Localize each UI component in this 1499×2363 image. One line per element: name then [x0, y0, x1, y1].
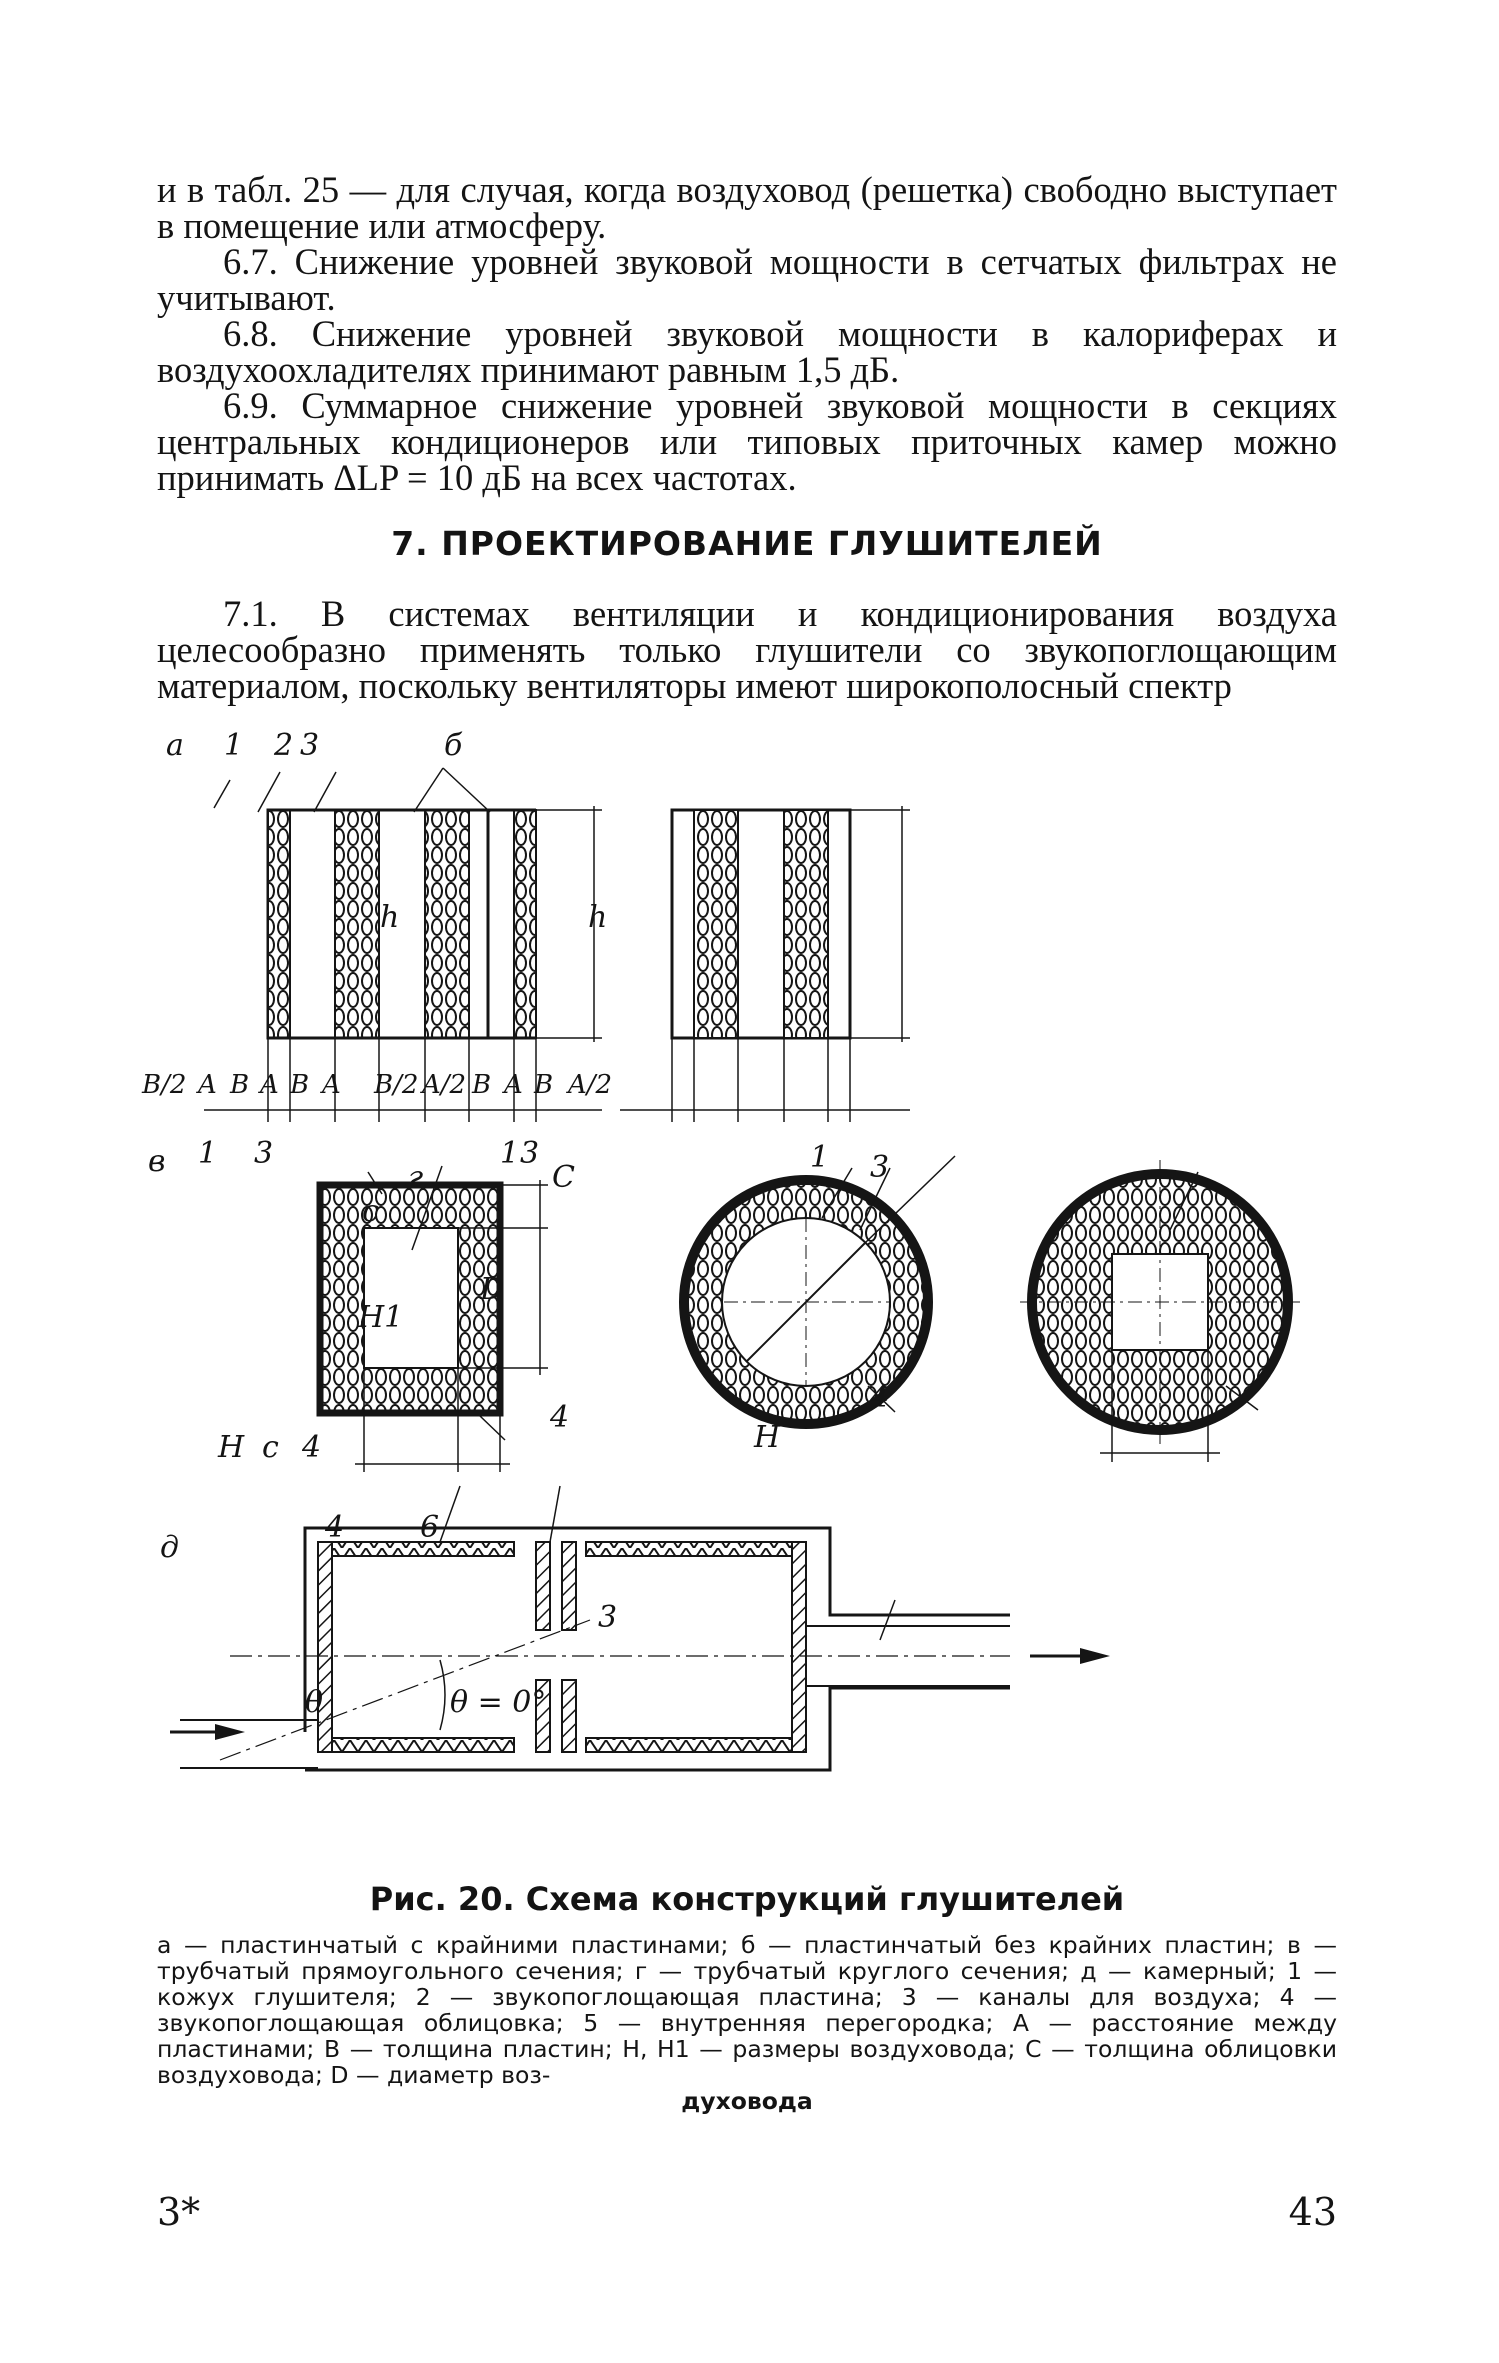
section-6-text: и в табл. 25 — для случая, когда воздухо… — [157, 169, 1337, 498]
label-v-4: 4 — [302, 1430, 322, 1465]
label-a-b2-left: B/2 — [142, 1070, 187, 1100]
label-g2-4: 4 — [870, 1380, 890, 1415]
diagram-d — [170, 1485, 1110, 1772]
label-g-4: 4 — [550, 1400, 570, 1435]
paragraph-6-7: 6.7. Снижение уровней звуковой мощности … — [157, 241, 1337, 318]
label-g-3: 3 — [520, 1136, 540, 1171]
label-g-d: D — [480, 1272, 505, 1307]
label-g-1: 1 — [500, 1136, 520, 1171]
label-a-h: h — [380, 900, 400, 935]
figure-caption-last: духовода — [681, 2087, 813, 2115]
label-a-2: 2 — [274, 728, 294, 763]
label-d-4: 4 — [325, 1510, 345, 1545]
label-a-3: 3 — [300, 728, 320, 763]
label-b-a2-left: A/2 — [422, 1070, 467, 1100]
label-a-a1: A — [198, 1070, 217, 1100]
paragraph-6-8: 6.8. Снижение уровней звуковой мощности … — [157, 313, 1337, 390]
label-b-a1: A — [504, 1070, 523, 1100]
diagram-g2 — [1020, 1160, 1300, 1462]
label-d-6: 6 — [420, 1510, 440, 1545]
label-a-b2: B — [290, 1070, 310, 1100]
label-v-c2: c — [262, 1430, 279, 1465]
label-v: в — [148, 1144, 166, 1179]
diagram-v — [316, 1165, 548, 1472]
label-a: а — [166, 728, 184, 763]
label-g2-1: 1 — [810, 1140, 830, 1175]
signature-mark: 3* — [157, 2190, 201, 2234]
label-v-c: c — [362, 1194, 379, 1229]
label-b-b2: B — [534, 1070, 554, 1100]
label-d-3: 3 — [598, 1600, 618, 1635]
diagram-g — [679, 1155, 956, 1429]
section-7-heading: 7. ПРОЕКТИРОВАНИЕ ГЛУШИТЕЛЕЙ — [391, 524, 1103, 563]
label-a-b2-right: B/2 — [374, 1070, 419, 1100]
label-a-a3: A — [322, 1070, 341, 1100]
label-v-3: 3 — [254, 1136, 274, 1171]
label-d: д — [160, 1530, 180, 1565]
diagram-a — [204, 767, 602, 1122]
paragraph-7-1: 7.1. В системах вентиляции и кондиционир… — [157, 593, 1337, 706]
label-a-b1: B — [230, 1070, 250, 1100]
section-7-text: 7.1. В системах вентиляции и кондиционир… — [157, 593, 1337, 706]
label-b: б — [444, 728, 463, 763]
paragraph-6-6-end: и в табл. 25 — для случая, когда воздухо… — [157, 169, 1337, 246]
figure-20: а 1 2 3 б h h B/2 A B A B A B/2 A/2 B A … — [142, 720, 1350, 1870]
label-v-1: 1 — [198, 1136, 218, 1171]
label-v-h: H — [218, 1430, 245, 1465]
figure-caption-text: а — пластинчатый с крайними пластинами; … — [157, 1931, 1337, 2089]
label-b-b1: B — [472, 1070, 492, 1100]
label-g2-h: H — [754, 1420, 781, 1455]
label-d-theta0: θ = 0° — [450, 1685, 547, 1720]
label-a-1: 1 — [224, 728, 244, 763]
figure-caption-title: Рис. 20. Схема конструкций глушителей — [369, 1880, 1125, 1918]
figure-caption: а — пластинчатый с крайними пластинами; … — [157, 1932, 1337, 2114]
label-b-h: h — [588, 900, 608, 935]
silencer-diagrams — [170, 767, 1300, 1772]
label-g2-3: 3 — [870, 1150, 890, 1185]
label-a-a2: A — [260, 1070, 279, 1100]
page-number: 43 — [1288, 2190, 1337, 2234]
paragraph-6-9: 6.9. Суммарное снижение уровней звуковой… — [157, 385, 1337, 498]
label-v-h1: H1 — [358, 1300, 404, 1335]
label-g-c: C — [552, 1160, 575, 1195]
label-b-a2-right: A/2 — [568, 1070, 613, 1100]
label-g: г — [408, 1160, 424, 1195]
diagram-b — [620, 806, 910, 1122]
label-d-theta: θ — [305, 1685, 324, 1720]
